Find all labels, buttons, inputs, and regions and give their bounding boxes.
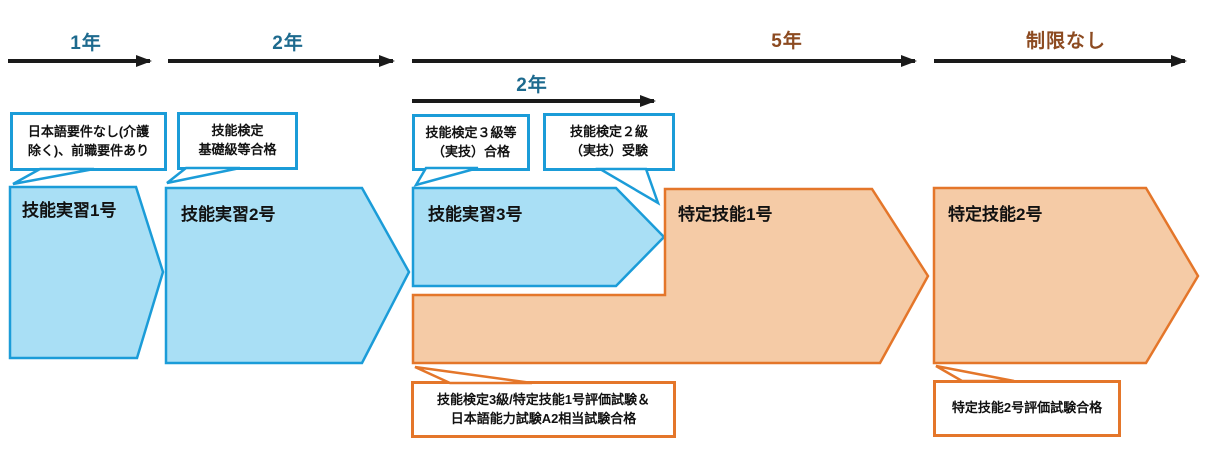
- callout-japanese-requirement: 日本語要件なし(介護 除く)、前職要件あり: [10, 112, 167, 171]
- timeline-label-5yr: 5年: [771, 31, 803, 52]
- timeline-label-2yr: 2年: [272, 33, 304, 54]
- callout-line: 除く)、前職要件あり: [27, 142, 150, 158]
- callout-line: 技能検定: [211, 123, 264, 139]
- callout-line: 技能検定3級/特定技能1号評価試験＆: [436, 391, 651, 407]
- callout-line: 基礎級等合格: [198, 142, 277, 157]
- stage-label-specified-skilled-2: 特定技能2号: [948, 205, 1043, 224]
- stage-label-technical-intern-1: 技能実習1号: [22, 201, 117, 220]
- stage-label-technical-intern-2: 技能実習2号: [181, 205, 276, 224]
- callout-line: （実技）合格: [431, 143, 510, 159]
- callout-line: （実技）受験: [569, 143, 648, 158]
- callout-basic-grade-pass: 技能検定 基礎級等合格: [177, 112, 298, 170]
- stage-label-technical-intern-3: 技能実習3号: [428, 205, 523, 224]
- callout-line: 特定技能2号評価試験合格: [951, 400, 1103, 416]
- callout-grade2-exam: 技能検定２級 （実技）受験: [543, 113, 675, 171]
- timeline-sublabel-2yr: 2年: [516, 75, 548, 96]
- callout-line: 技能検定２級: [569, 124, 648, 140]
- callout-ssw1-evaluation-pass: 技能検定3級/特定技能1号評価試験＆ 日本語能力試験A2相当試験合格: [411, 381, 676, 438]
- callout-ssw2-evaluation-pass: 特定技能2号評価試験合格: [933, 380, 1121, 437]
- callout-line: 日本語能力試験A2相当試験合格: [450, 410, 637, 426]
- timeline-label-nolimit: 制限なし: [1025, 31, 1107, 52]
- callout-line: 日本語要件なし(介護: [27, 123, 150, 139]
- timeline-label-1yr: 1年: [70, 33, 102, 54]
- stage-label-specified-skilled-1: 特定技能1号: [678, 205, 773, 224]
- callout-line: 技能検定３級等: [425, 124, 517, 140]
- callout-grade3-pass: 技能検定３級等 （実技）合格: [412, 114, 530, 171]
